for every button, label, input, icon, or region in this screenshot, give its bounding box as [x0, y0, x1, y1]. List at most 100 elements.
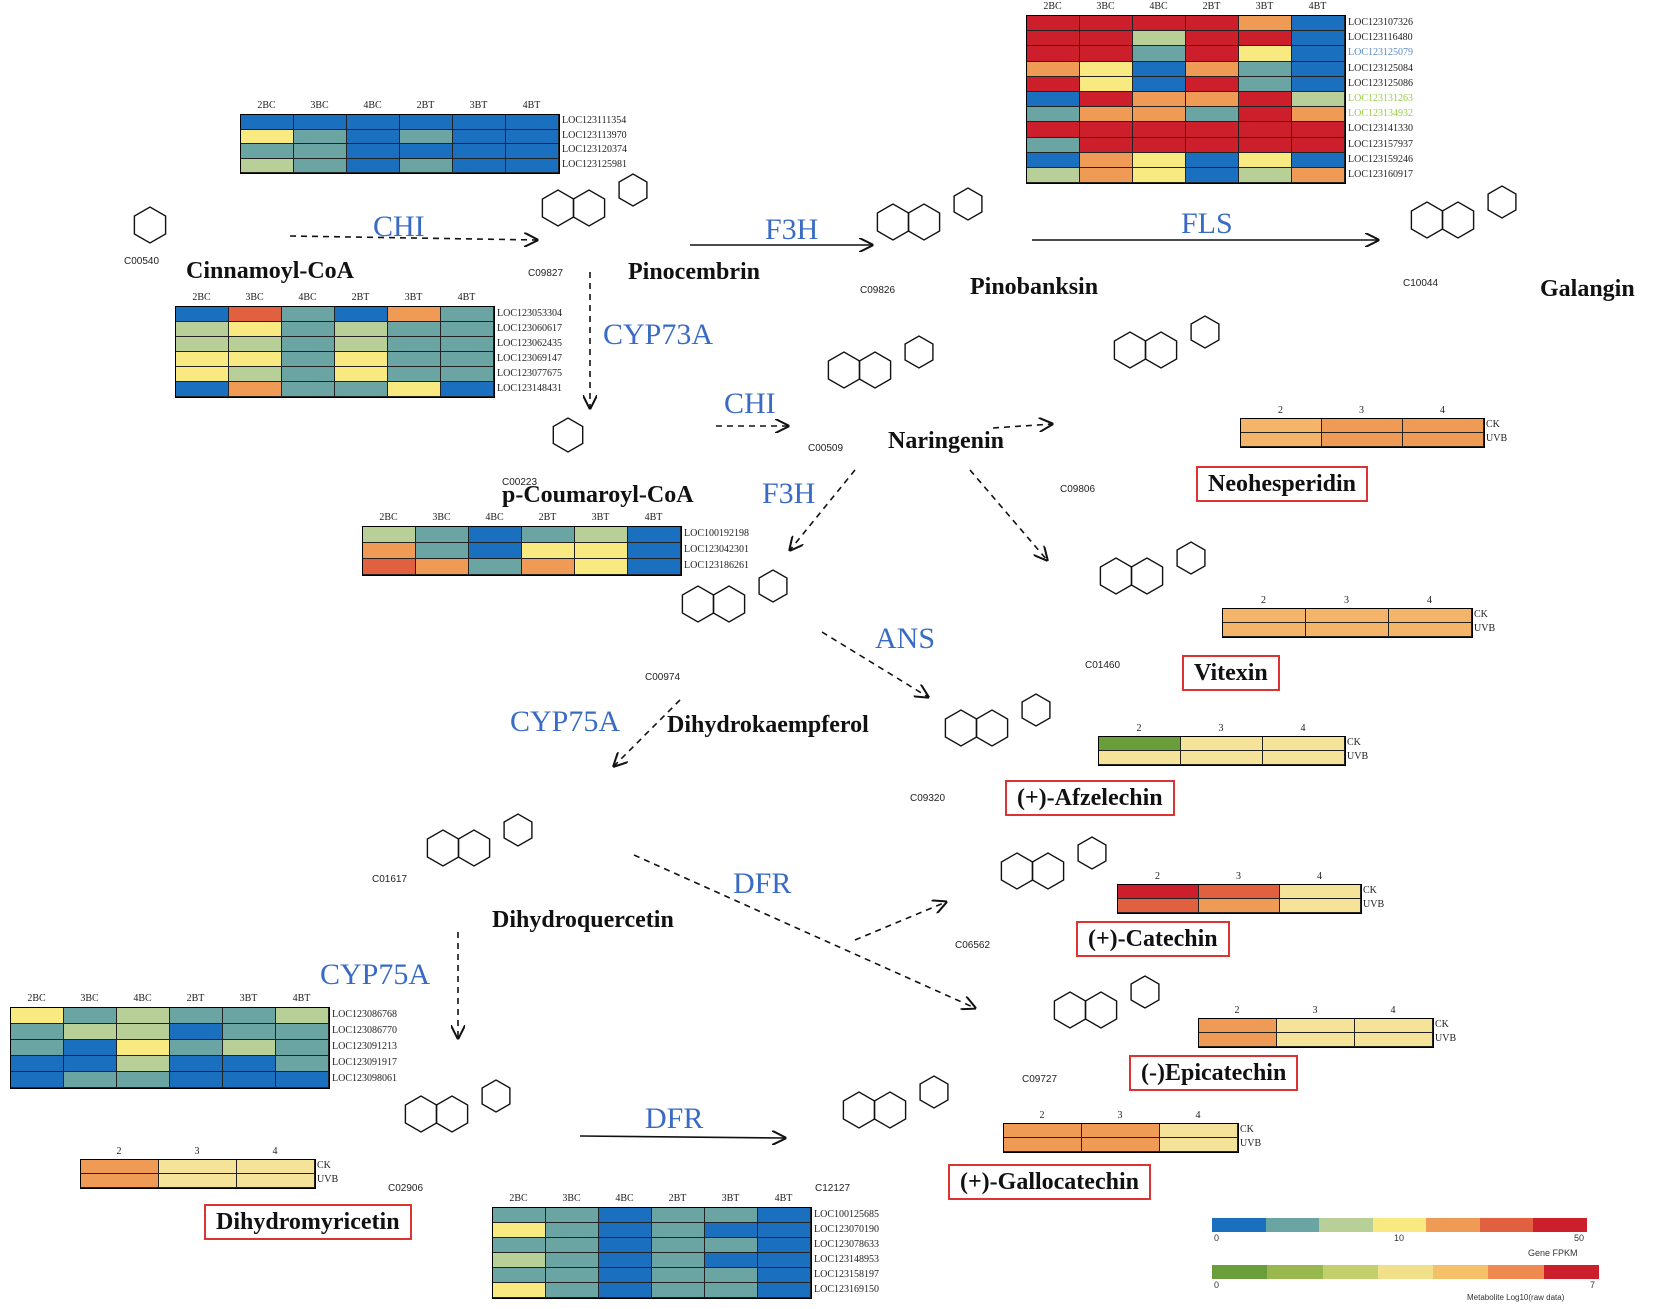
- legend-swatch: [1212, 1265, 1268, 1279]
- metabolite-row: [1241, 419, 1484, 433]
- metabolite-cell: [1263, 751, 1345, 765]
- heatmap-cell: [1292, 122, 1345, 138]
- ring: [827, 351, 861, 389]
- heatmap-cell: [388, 337, 441, 352]
- metabolite-cell: [1280, 885, 1361, 899]
- arrow-dhm-gallocatechin: [579, 1136, 785, 1138]
- enzyme-chi-1: CHI: [373, 210, 425, 243]
- enzyme-dfr-1: DFR: [733, 867, 792, 900]
- column-header: 3BC: [245, 292, 264, 303]
- heatmap-cell: [758, 1238, 811, 1253]
- compound-name-naringenin: Naringenin: [888, 428, 1005, 454]
- heatmap-cell: [469, 559, 522, 575]
- metabolite-row-label: UVB: [1486, 433, 1508, 444]
- heatmap-cell: [276, 1040, 329, 1056]
- column-header: 4BC: [363, 100, 382, 111]
- ring: [1084, 991, 1118, 1029]
- heatmap-cell: [170, 1072, 223, 1088]
- legend-metabolite-max: 7: [1590, 1280, 1596, 1290]
- heatmap-row: [1027, 91, 1345, 108]
- heatmap-cell: [522, 543, 575, 559]
- heatmap-cell: [64, 1040, 117, 1056]
- gene-label: LOC123148953: [814, 1254, 879, 1265]
- heatmap-cell: [416, 527, 469, 543]
- heatmap-cell: [229, 352, 282, 367]
- heatmap-cell: [117, 1072, 170, 1088]
- column-header: 3: [1344, 595, 1349, 606]
- heatmap-cell: [1239, 167, 1292, 184]
- heatmap-cell: [176, 367, 229, 382]
- heatmap-cell: [1133, 152, 1186, 168]
- legend-swatch: [1322, 1265, 1378, 1279]
- heatmap-cell: [241, 129, 294, 144]
- gene-label: LOC123131263: [1348, 92, 1413, 104]
- column-header: 2BT: [538, 512, 557, 523]
- column-header: 3BC: [432, 512, 451, 523]
- heatmap-cell: [758, 1253, 811, 1268]
- metabolite-grid: [1098, 736, 1346, 766]
- column-header: 3: [194, 1146, 200, 1157]
- heatmap-cell: [363, 527, 416, 543]
- heatmap-cell: [282, 307, 335, 322]
- heatmap-cell: [223, 1024, 276, 1040]
- heatmap-cell: [1027, 107, 1080, 123]
- heatmap-cell: [1239, 16, 1292, 32]
- heatmap-cell: [1292, 137, 1345, 153]
- ring: [1130, 557, 1164, 595]
- metabolite-row-label: CK: [317, 1160, 331, 1171]
- heatmap-row: [176, 352, 494, 367]
- enzyme-f3h-2: F3H: [762, 477, 816, 510]
- heatmap-cell: [388, 307, 441, 322]
- column-header: 4: [1300, 723, 1306, 734]
- heatmap-cell: [416, 543, 469, 559]
- metabolite-row-label: UVB: [1435, 1033, 1457, 1044]
- metabolite-cell: [1160, 1138, 1238, 1152]
- heatmap-cell: [1292, 91, 1345, 108]
- metabolite-cell: [1322, 433, 1403, 447]
- metabolite-cell: [1199, 899, 1280, 913]
- heatmap-cell: [11, 1008, 64, 1024]
- heatmap-row: [241, 129, 559, 144]
- heatmap-cell: [388, 352, 441, 367]
- metabolite-row-label: CK: [1347, 737, 1361, 748]
- heatmap-cell: [229, 337, 282, 352]
- heatmap-cell: [241, 115, 294, 130]
- heatmap-cell: [652, 1283, 705, 1298]
- heatmap-cell: [506, 158, 559, 173]
- heatmap-cell: [1186, 76, 1239, 92]
- heatmap-cell: [1080, 91, 1133, 108]
- metabolite-row: [1118, 885, 1361, 899]
- heatmap-cell: [546, 1283, 599, 1298]
- metabolite-row: [1199, 1019, 1433, 1033]
- metabolite-cell: [159, 1174, 237, 1188]
- heatmap-cell: [705, 1253, 758, 1268]
- metabolite-row-label: UVB: [1347, 751, 1369, 762]
- metabolite-cell: [1223, 623, 1306, 637]
- heatmap-cell: [241, 158, 294, 173]
- arrow-dhk-afzelechin: [821, 631, 928, 697]
- ring: [681, 585, 715, 623]
- legend-swatch: [1377, 1265, 1434, 1279]
- metabolite-row: [1118, 899, 1361, 913]
- metabolite-grid: [1240, 418, 1485, 448]
- compound-name-galangin: Galangin: [1540, 276, 1635, 302]
- heatmap-row: [363, 543, 681, 559]
- legend-swatch: [1267, 1265, 1323, 1279]
- heatmap-row: [493, 1268, 811, 1283]
- gene-label: LOC123107326: [1348, 17, 1413, 28]
- heatmap-cell: [1292, 16, 1345, 32]
- heatmap-cell: [282, 382, 335, 397]
- column-header: 4BT: [292, 993, 311, 1004]
- ring: [1053, 991, 1087, 1029]
- gene-label: LOC123091213: [332, 1041, 397, 1052]
- enzyme-cyp75a-1: CYP75A: [510, 705, 621, 738]
- ring: [1021, 693, 1051, 727]
- compound-name-dihydroquercetin: Dihydroquercetin: [492, 907, 674, 933]
- column-header: 2BC: [192, 292, 211, 303]
- heatmap-cell: [522, 559, 575, 575]
- enzyme-fls: FLS: [1181, 207, 1233, 240]
- heatmap-cell: [229, 307, 282, 322]
